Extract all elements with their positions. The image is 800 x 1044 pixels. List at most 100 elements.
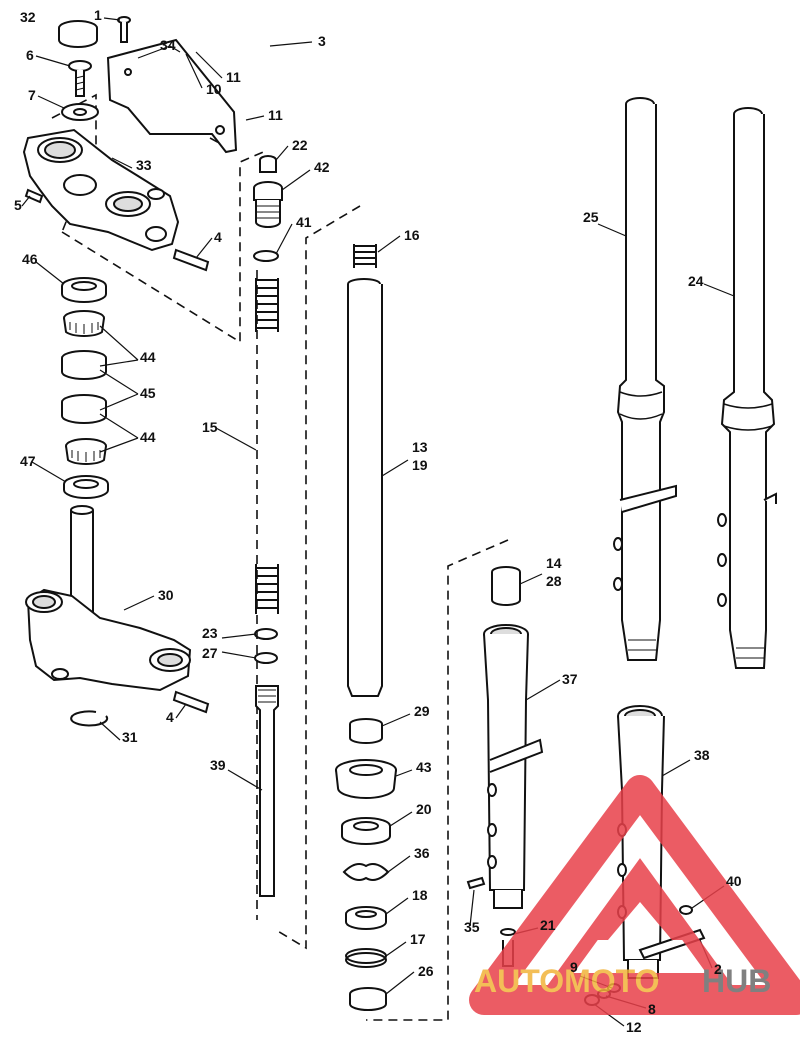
retaining-ring-31 — [70, 710, 109, 727]
washer-17 — [345, 948, 387, 968]
piston-ring-27 — [254, 652, 278, 664]
fork-cap-42 — [253, 181, 283, 228]
spring-16 — [353, 244, 377, 268]
upper-triple-clamp — [22, 128, 180, 252]
callout-c47: 47 — [20, 453, 36, 469]
drain-screw-35 — [466, 876, 486, 890]
callout-c46: 46 — [22, 251, 38, 267]
bushing-26 — [349, 987, 387, 1011]
watermark-triangle-outer — [469, 775, 800, 1015]
fork-tube-13-19 — [347, 278, 383, 697]
fork-cap-plug — [58, 20, 98, 48]
callout-c13: 13 — [412, 439, 428, 455]
fork-spring-15-bottom — [255, 564, 279, 614]
oil-seal-20 — [341, 817, 391, 845]
automotohub-watermark: AUTOMOTO HUB — [469, 775, 800, 1015]
tapered-bearing-upper — [63, 310, 105, 337]
o-ring-41 — [253, 250, 279, 262]
callout-c40: 40 — [726, 873, 742, 889]
callout-c21: 21 — [540, 917, 556, 933]
callout-c12: 12 — [626, 1019, 642, 1035]
callout-c30: 30 — [158, 587, 174, 603]
callout-c33: 33 — [136, 157, 152, 173]
callout-c9: 9 — [570, 959, 578, 975]
callout-c7: 7 — [28, 87, 36, 103]
bushing-29 — [349, 718, 383, 744]
callout-c39: 39 — [210, 757, 226, 773]
callout-c44a: 44 — [140, 349, 156, 365]
callout-c8: 8 — [648, 1001, 656, 1017]
bearing-cup-44a — [61, 350, 107, 380]
seal-47 — [63, 475, 109, 499]
callout-c31: 31 — [122, 729, 138, 745]
fork-assembly-25 — [613, 97, 677, 661]
fork-assembly-24 — [717, 107, 777, 669]
fork-spring-15-top — [255, 278, 279, 332]
callout-c25: 25 — [583, 209, 599, 225]
watermark-m-mark — [590, 876, 690, 940]
callout-c26: 26 — [418, 963, 434, 979]
callout-c4a: 4 — [214, 229, 222, 245]
callout-c44b: 44 — [140, 429, 156, 445]
fork-cap-bolt-22 — [259, 155, 277, 173]
lower-slider-38 — [617, 705, 665, 979]
clamp-screw-5 — [24, 188, 44, 204]
callout-c4b: 4 — [166, 709, 174, 725]
callout-c41: 41 — [296, 214, 312, 230]
handlebar-bracket — [106, 38, 238, 154]
callout-c14: 14 — [546, 555, 562, 571]
watermark-triangle-inner — [546, 858, 734, 987]
callout-c11b: 11 — [268, 107, 283, 123]
callout-c23: 23 — [202, 625, 218, 641]
dust-cover-43 — [335, 759, 397, 799]
callout-c35: 35 — [464, 919, 480, 935]
oil-lock-piece-14-28 — [491, 566, 521, 606]
callout-c3: 3 — [318, 33, 326, 49]
callout-c19: 19 — [412, 457, 428, 473]
nut-40 — [679, 905, 693, 915]
screw-1 — [117, 16, 131, 43]
callout-c43: 43 — [416, 759, 432, 775]
callout-c29: 29 — [414, 703, 430, 719]
damper-rod-39 — [255, 685, 279, 897]
callout-c11a: 11 — [226, 69, 241, 85]
piston-ring-23 — [254, 628, 278, 640]
callout-c15: 15 — [202, 419, 218, 435]
callout-c18: 18 — [412, 887, 428, 903]
callout-c2: 2 — [714, 961, 722, 977]
callout-c45: 45 — [140, 385, 156, 401]
bearing-race-46 — [61, 277, 107, 303]
callout-c34: 34 — [160, 37, 176, 53]
callout-c38: 38 — [694, 747, 710, 763]
callout-c6: 6 — [26, 47, 34, 63]
retaining-clip-36 — [342, 863, 390, 881]
watermark-text-right: HUB — [702, 963, 771, 999]
leader-lines — [21, 17, 735, 1027]
tapered-bearing-lower — [65, 438, 107, 465]
callout-c5: 5 — [14, 197, 22, 213]
callout-c10: 10 — [206, 81, 222, 97]
callout-c32: 32 — [20, 9, 36, 25]
callout-c24: 24 — [688, 273, 704, 289]
callout-c36: 36 — [414, 845, 430, 861]
lower-slider-37 — [483, 624, 544, 909]
callout-c27: 27 — [202, 645, 218, 661]
callout-c17: 17 — [410, 931, 426, 947]
watermark-text-left: AUTOMOTO — [474, 963, 659, 999]
bearing-cup-45 — [61, 394, 107, 424]
callout-c37: 37 — [562, 671, 578, 687]
spacer-18 — [345, 906, 387, 930]
steering-stem-lower-clamp — [25, 505, 192, 692]
callout-c16: 16 — [404, 227, 420, 243]
callout-c20: 20 — [416, 801, 432, 817]
washer-7 — [61, 103, 99, 121]
callout-c42: 42 — [314, 159, 330, 175]
callout-c28: 28 — [546, 573, 562, 589]
stem-bolt — [68, 60, 92, 97]
callout-c1: 1 — [94, 7, 102, 23]
pinch-bolt-4-lower — [172, 690, 210, 714]
callout-c22: 22 — [292, 137, 308, 153]
